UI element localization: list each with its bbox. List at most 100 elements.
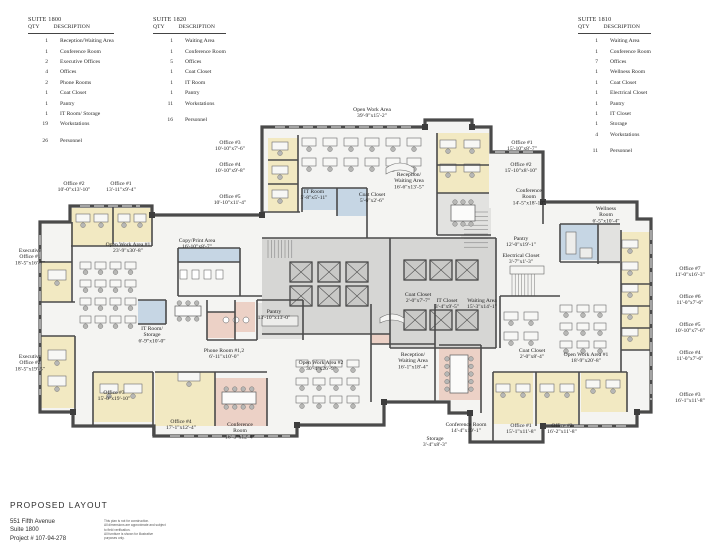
total-qty: 26 [42, 137, 48, 144]
room-name: Office #3 [103, 389, 124, 396]
restroom-fixture [215, 269, 224, 280]
chair [590, 388, 596, 394]
room-name: Office #7 [679, 265, 700, 272]
elevator-cross [345, 285, 369, 307]
chair [54, 280, 60, 286]
chair [223, 386, 229, 392]
workstation-desk [322, 137, 338, 147]
chair [469, 172, 475, 178]
workstation-desk [322, 157, 338, 167]
workstation-desk [593, 340, 607, 349]
room-name: Wellness [596, 206, 616, 212]
room-dimension: 30'-4"x26'-9" [306, 366, 336, 372]
elevator-cross [317, 261, 341, 283]
room-dimension: 16'-1"x18'-4" [398, 364, 428, 370]
schedule-qty: 1 [45, 38, 48, 45]
room-name: Office #1 [511, 139, 532, 146]
chair [97, 323, 104, 329]
room-fills [40, 120, 651, 442]
schedule-qty: 1 [45, 100, 48, 107]
room-dimension: 18'-5"x16'-7" [15, 260, 45, 266]
qty-header: QTY [28, 24, 40, 31]
chair [544, 392, 550, 398]
schedule-rule [153, 32, 226, 34]
chair [333, 367, 339, 373]
chair [563, 348, 569, 354]
room-dimension: 13'-11"x9'-4" [106, 187, 136, 193]
room-dimension: 2'-0"x7'-7" [406, 298, 430, 304]
room-name: Conference Room [446, 421, 488, 428]
room-name: Room [233, 428, 247, 434]
schedule-desc: Coat Closet [610, 79, 637, 86]
chair [316, 367, 322, 373]
chair [112, 305, 119, 311]
chair [249, 386, 255, 392]
chair [194, 316, 200, 322]
disclaimer-notes: This plan is not for construction. All d… [104, 519, 166, 540]
note-line: purposes only. [104, 536, 125, 541]
chair [350, 403, 356, 409]
room-dimension: 6'-11"x10'-0" [209, 354, 239, 360]
chair [445, 148, 451, 154]
chair [445, 172, 451, 178]
chair [460, 221, 466, 227]
title-block: PROPOSED LAYOUT [10, 500, 108, 510]
chair [240, 386, 246, 392]
chair [82, 305, 89, 311]
chair [369, 166, 375, 172]
elevator-cross [429, 259, 453, 281]
description-header: DESCRIPTION [178, 24, 215, 31]
workstation-desk [93, 213, 109, 223]
schedule-desc: Electrical Closet [610, 90, 648, 97]
workstation-desk [559, 340, 573, 349]
workstation-desk [523, 311, 539, 321]
room-dimension: 2'-0"x8'-4" [520, 354, 544, 360]
furniture [47, 137, 639, 410]
schedule-desc: Coat Closet [60, 90, 87, 97]
chair [468, 371, 474, 377]
structural-column [540, 199, 546, 205]
schedule-qty: 7 [595, 58, 598, 65]
workstation-desk [312, 377, 326, 386]
schedule-qty: 5 [170, 58, 173, 65]
workstation-desk [271, 189, 289, 199]
schedule-qty: 1 [595, 110, 598, 117]
workstation-desk [94, 315, 107, 324]
workstation-desk [295, 395, 309, 404]
note-line: to field verification. [104, 527, 131, 532]
structural-column [381, 399, 387, 405]
chair [299, 385, 305, 391]
chair [369, 146, 375, 152]
room-name: Storage [143, 332, 161, 338]
elevator-cross [455, 259, 479, 281]
room-name: Waiting Area [394, 178, 424, 184]
chair [127, 305, 134, 311]
workstation-desk [47, 375, 67, 387]
schedule-qty: 1 [45, 48, 48, 55]
room-dimension: 18'-9"x20'-8" [571, 358, 601, 364]
room-name: Open Work Area [353, 107, 391, 113]
workstation-desk [515, 383, 531, 393]
chair [528, 320, 534, 326]
chair [186, 381, 192, 387]
workstation-desk [621, 305, 639, 315]
workstation-desk [495, 383, 511, 393]
chair [468, 379, 474, 385]
room-name: Waiting Area [398, 358, 428, 364]
